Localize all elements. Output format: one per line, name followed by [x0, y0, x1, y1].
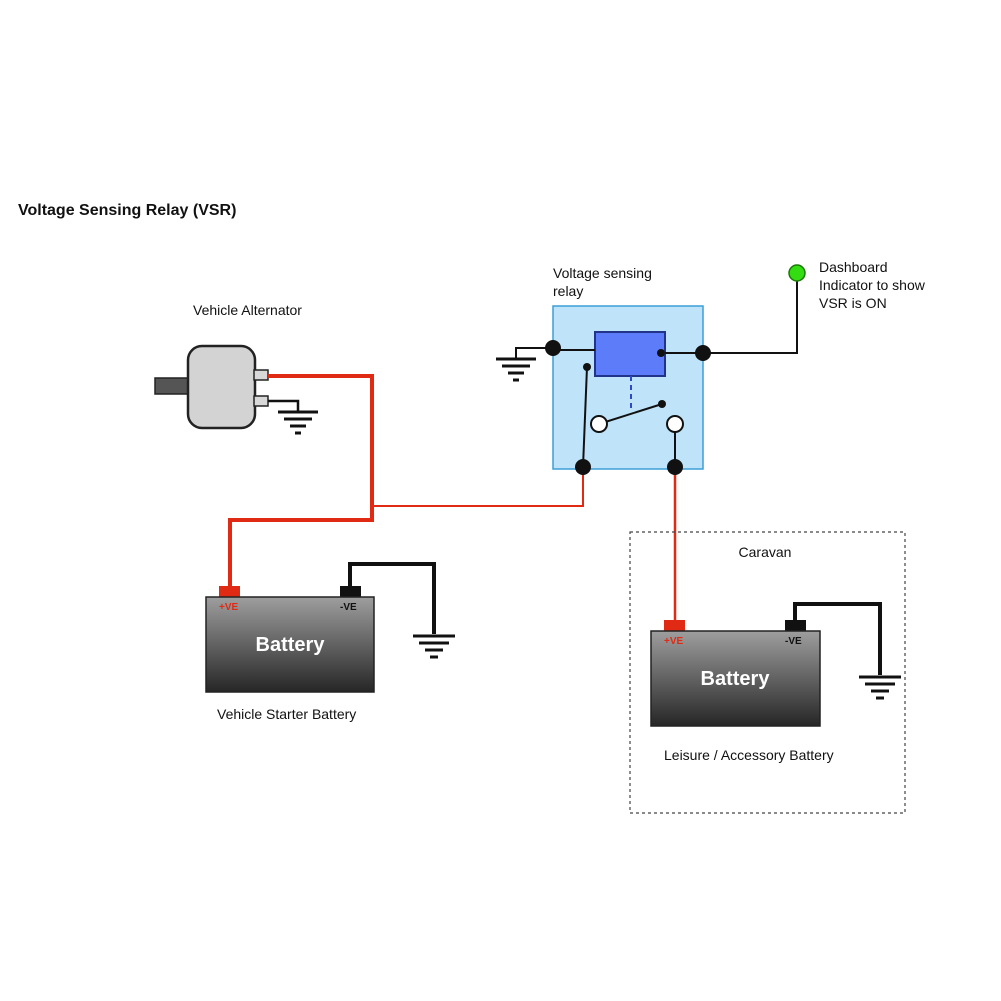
- leisure-battery-positive-terminal: [664, 620, 685, 631]
- starter-ground-icon: [413, 634, 455, 659]
- relay-label-line2: relay: [553, 283, 583, 299]
- relay-coil: [594, 331, 666, 377]
- leisure-battery-positive-label: +VE: [664, 636, 684, 647]
- starter-battery-caption: Vehicle Starter Battery: [217, 706, 356, 722]
- relay-input-wire: [372, 468, 584, 507]
- indicator-label-line2: Indicator to show: [819, 277, 926, 293]
- relay-housing: [552, 305, 704, 470]
- starter-battery-negative-terminal: [340, 586, 361, 597]
- starter-battery-positive-terminal: [219, 586, 240, 597]
- relay-ground-icon: [496, 357, 536, 382]
- indicator-light-icon: [788, 264, 806, 282]
- indicator-wire: [703, 280, 798, 354]
- relay-ground-wire: [515, 347, 553, 358]
- leisure-ground-wire: [793, 602, 882, 675]
- starter-battery-text: Battery: [256, 634, 326, 656]
- indicator-label-line3: VSR is ON: [819, 295, 887, 311]
- starter-battery-body: [205, 596, 375, 693]
- caravan-label: Caravan: [739, 544, 792, 560]
- indicator-label-line1: Dashboard: [819, 259, 888, 275]
- leisure-battery-negative-label: -VE: [785, 636, 802, 647]
- alternator-ground-wire: [268, 399, 300, 411]
- starter-battery-positive-label: +VE: [219, 602, 239, 613]
- caravan-boundary: [629, 531, 906, 814]
- leisure-battery-text: Battery: [701, 668, 771, 690]
- relay-switch-contacts: [583, 349, 684, 433]
- alternator-positive-wire: [228, 374, 374, 588]
- leisure-battery-negative-terminal: [785, 620, 806, 631]
- diagram-title: Voltage Sensing Relay (VSR): [18, 202, 236, 219]
- alternator-label: Vehicle Alternator: [193, 302, 302, 318]
- alternator-icon: [154, 344, 269, 430]
- leisure-battery-body: [650, 630, 821, 727]
- relay-label-line1: Voltage sensing: [553, 265, 652, 281]
- alternator-ground-icon: [278, 410, 318, 435]
- starter-battery-negative-label: -VE: [340, 602, 357, 613]
- starter-ground-wire: [348, 562, 436, 634]
- leisure-ground-icon: [859, 675, 901, 700]
- leisure-battery-caption: Leisure / Accessory Battery: [664, 747, 834, 763]
